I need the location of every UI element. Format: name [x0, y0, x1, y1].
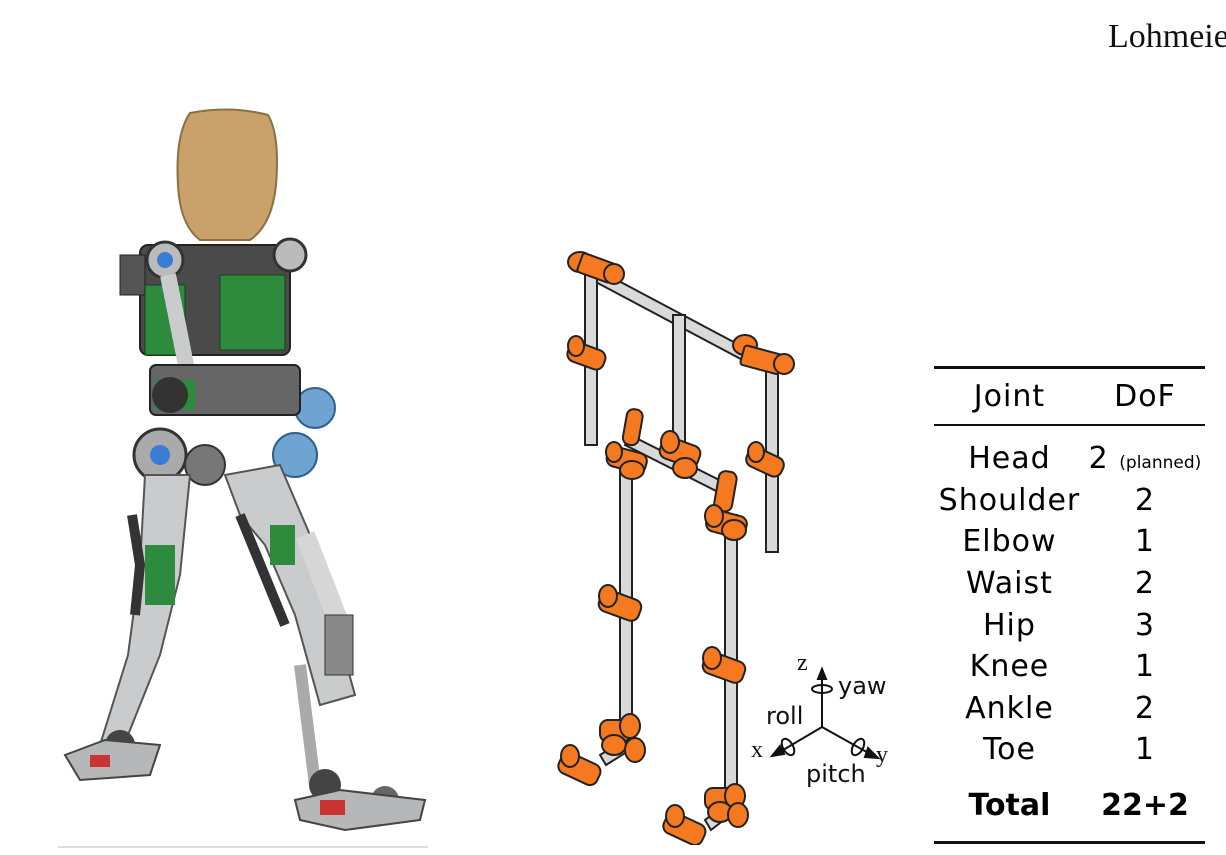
axis-x-label: x — [751, 737, 763, 763]
hip-motor-2 — [272, 432, 318, 478]
dof-cell: 1 — [1134, 649, 1155, 685]
dof-cell: 2 (planned) — [1088, 441, 1202, 477]
axis-roll-label: roll — [766, 702, 804, 730]
total-label: Total — [934, 770, 1085, 844]
joint-cell: Ankle — [965, 690, 1054, 726]
robot-right-foot — [293, 788, 427, 832]
planned-note: (planned) — [1119, 453, 1202, 474]
joint-cell: Toe — [982, 732, 1036, 768]
total-value: 22+2 — [1084, 770, 1205, 844]
axis-y-label: y — [876, 742, 888, 768]
dof-cell: 2 — [1134, 566, 1155, 602]
axis-pitch-label: pitch — [806, 760, 866, 788]
dof-cell: 2 — [1134, 690, 1155, 726]
table-row: Knee 1 — [934, 646, 1205, 688]
dof-cell: 1 — [1134, 732, 1155, 768]
table-total-row: Total 22+2 — [934, 770, 1205, 844]
dof-cell: 1 — [1134, 524, 1155, 560]
joint-cell: Hip — [982, 607, 1036, 643]
joint-cell: Waist — [966, 566, 1053, 602]
axis-z-label: z — [797, 650, 808, 676]
joint-cylinders — [557, 251, 795, 845]
axis-yaw-label: yaw — [838, 672, 887, 700]
robot-right-leg — [223, 463, 357, 707]
kinematic-diagram — [557, 251, 795, 845]
table-row: Elbow 1 — [934, 521, 1205, 563]
table-row: Hip 3 — [934, 604, 1205, 646]
table-row: Toe 1 — [934, 729, 1205, 771]
table-row: Ankle 2 — [934, 688, 1205, 730]
table-row: Head 2 (planned) — [934, 425, 1205, 480]
axis-triad — [769, 666, 881, 760]
joint-cell: Knee — [969, 649, 1050, 685]
page-title: Lohmeie — [1108, 18, 1226, 55]
joint-cell: Shoulder — [938, 482, 1081, 518]
robot-left-leg — [98, 474, 192, 757]
table-row: Waist 2 — [934, 563, 1205, 605]
robot-head — [176, 108, 278, 241]
robot-left-foot — [63, 738, 162, 782]
dof-cell: 2 — [1134, 482, 1155, 518]
dof-table: Joint DoF Head 2 (planned) Shoulder 2 El… — [934, 366, 1205, 844]
joint-cell: Head — [968, 441, 1051, 477]
dof-cell: 3 — [1134, 607, 1155, 643]
robot-cad-render — [58, 108, 428, 848]
joint-cell: Elbow — [962, 524, 1057, 560]
col-header-joint: Joint — [934, 366, 1085, 426]
col-header-dof: DoF — [1084, 366, 1205, 426]
table-row: Shoulder 2 — [934, 480, 1205, 522]
